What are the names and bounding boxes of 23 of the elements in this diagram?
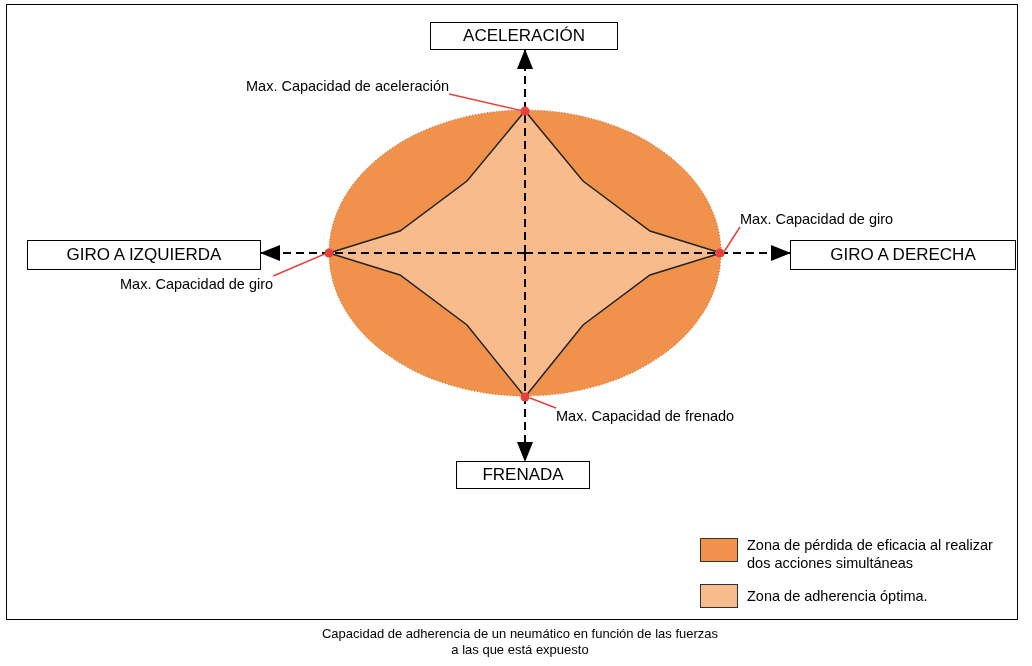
- direction-label-box: FRENADA: [456, 461, 590, 489]
- dashed-arrow: [517, 252, 533, 462]
- dashed-arrow: [524, 245, 791, 261]
- caption: Capacidad de adherencia de un neumático en función de las fuerzas a las que está expuesto: [320, 626, 720, 658]
- direction-label-box: GIRO A IZQUIERDA: [27, 240, 261, 270]
- dashed-arrow: [517, 49, 533, 254]
- max-capacity-label: Max. Capacidad de frenado: [556, 408, 735, 424]
- direction-label-box: GIRO A DERECHA: [790, 240, 1016, 270]
- max-capacity-label: Max. Capacidad de giro: [120, 276, 274, 292]
- point-dot: [520, 106, 530, 116]
- leader-line: [528, 396, 557, 409]
- legend-text: Zona de adherencia óptima.: [747, 587, 929, 605]
- leader-line: [448, 93, 522, 112]
- legend-text: Zona de pérdida de eficacia al realizar dos acciones simultáneas: [747, 536, 994, 572]
- leader-line: [272, 253, 326, 277]
- point-dot: [520, 392, 530, 402]
- point-dot: [715, 248, 725, 258]
- point-dot: [324, 248, 334, 258]
- max-capacity-label: Max. Capacidad de aceleración: [246, 78, 450, 94]
- leader-line: [723, 226, 741, 253]
- max-capacity-label: Max. Capacidad de giro: [740, 211, 894, 227]
- direction-label-box: ACELERACIÓN: [430, 22, 618, 50]
- dashed-arrow: [260, 245, 526, 261]
